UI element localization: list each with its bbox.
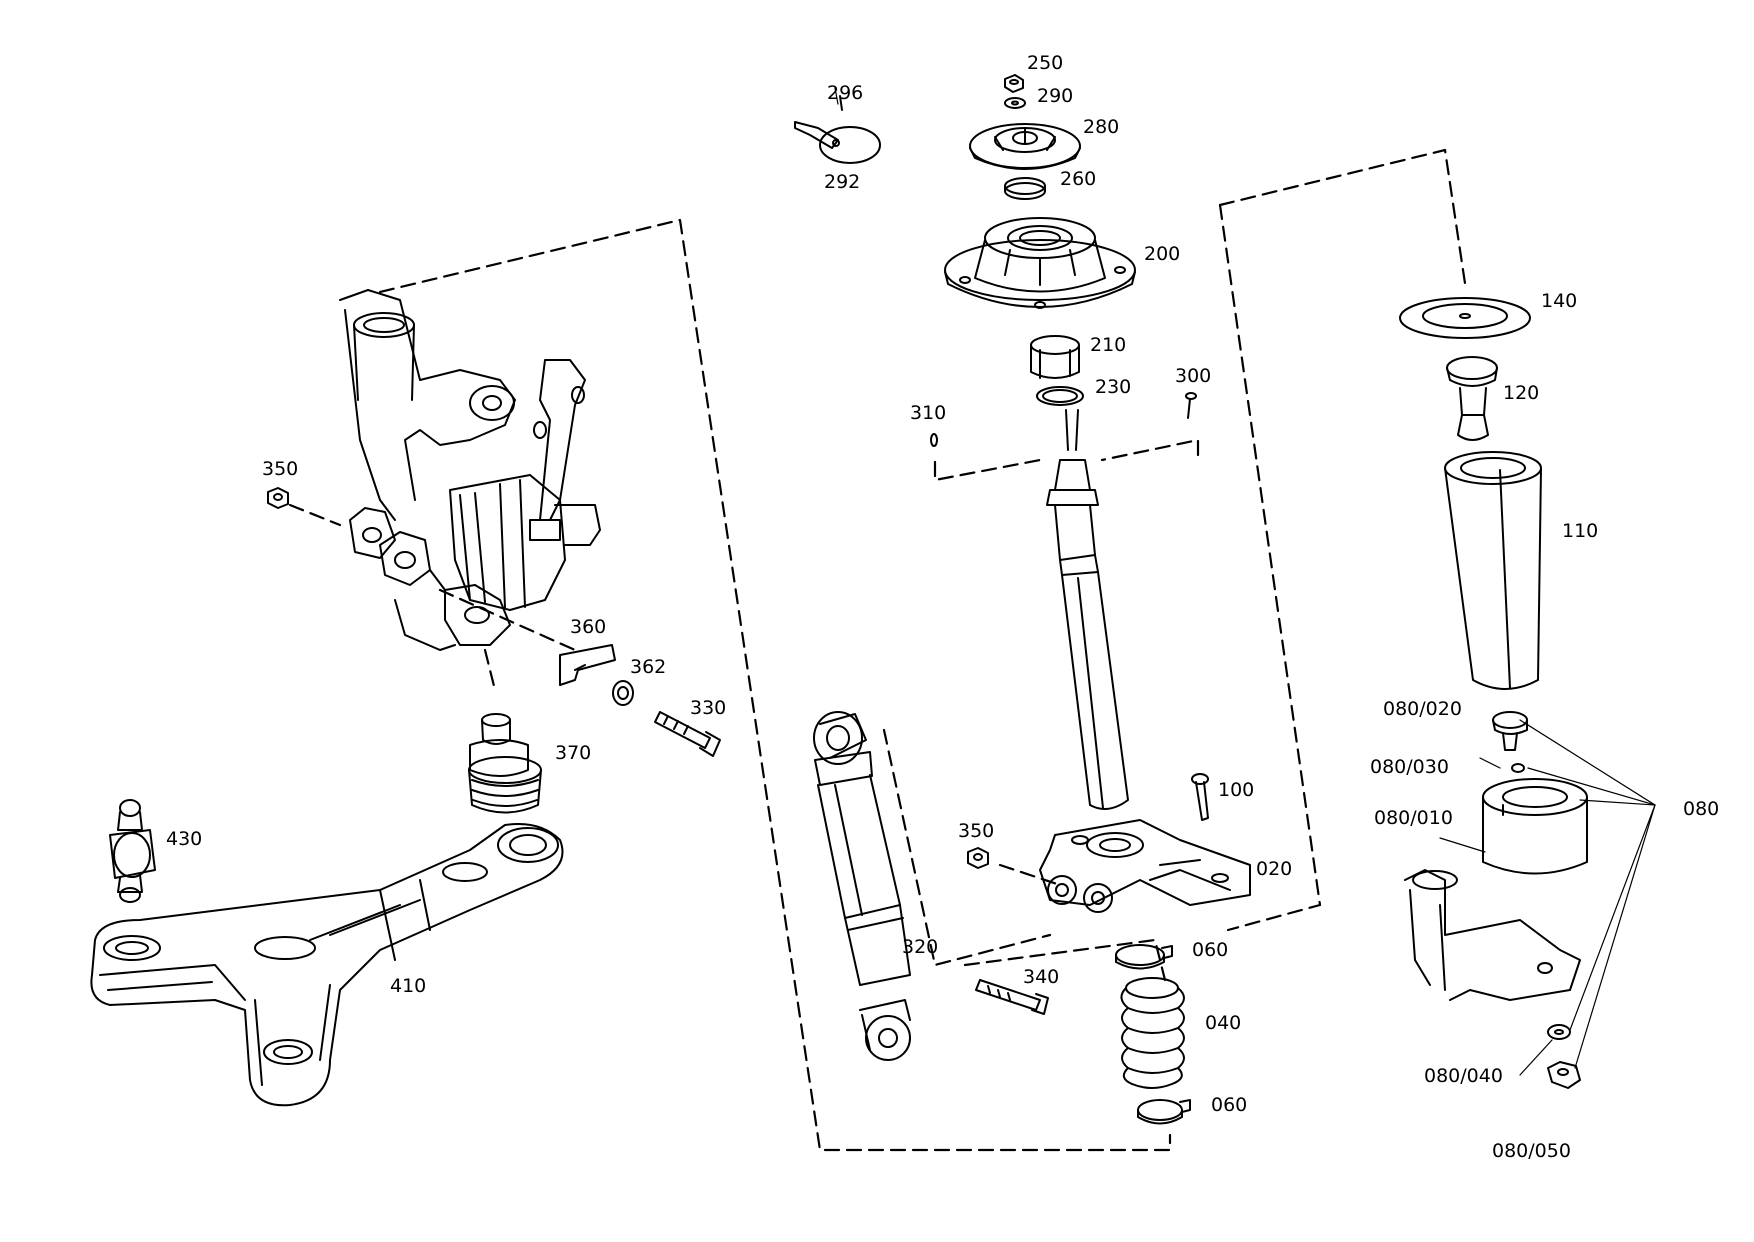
bolt-080-020 [1493, 712, 1527, 750]
pin-310 [931, 434, 937, 446]
part-label-120: 120 [1503, 382, 1540, 404]
control-arm-410 [91, 824, 562, 1105]
dust-boot-040 [1121, 978, 1184, 1088]
rubber-mount-430 [110, 800, 155, 902]
part-label-110: 110 [1562, 520, 1599, 542]
ball-joint-370 [469, 714, 541, 813]
ring-080-030 [1512, 764, 1524, 772]
part-label-040: 040 [1205, 1012, 1242, 1034]
part-label-080-030: 080/030 [1370, 756, 1449, 778]
bump-stop-120 [1447, 357, 1497, 440]
part-label-140: 140 [1541, 290, 1578, 312]
part-label-350-center: 350 [958, 820, 995, 842]
clamp-060-upper [1116, 945, 1172, 969]
steering-knuckle [340, 290, 600, 650]
ring-230 [1037, 387, 1083, 405]
nut-250 [1005, 75, 1023, 92]
nut-080-050 [1548, 1062, 1580, 1088]
part-label-080-040: 080/040 [1424, 1065, 1503, 1087]
bolt-340 [976, 980, 1048, 1014]
part-label-260: 260 [1060, 168, 1097, 190]
part-label-330: 330 [690, 697, 727, 719]
part-label-362: 362 [630, 656, 667, 678]
plate-140 [1400, 298, 1530, 338]
part-label-100: 100 [1218, 779, 1255, 801]
part-label-200: 200 [1144, 243, 1181, 265]
strut-mount-200 [945, 218, 1135, 308]
bushing-080-010 [1483, 779, 1587, 874]
part-label-020: 020 [1256, 858, 1293, 880]
part-label-300: 300 [1175, 365, 1212, 387]
bracket-360 [560, 645, 615, 685]
part-label-292: 292 [824, 171, 861, 193]
part-label-080-010: 080/010 [1374, 807, 1453, 829]
clamp-060-lower [1138, 1100, 1190, 1124]
shock-absorber-320 [814, 712, 910, 1060]
strut-rod-and-body [1047, 410, 1128, 809]
part-label-360: 360 [570, 616, 607, 638]
bearing-260 [1005, 178, 1045, 199]
sleeve-210 [1031, 336, 1079, 378]
washer-290 [1005, 98, 1025, 108]
washer-362 [613, 681, 633, 705]
part-label-080-050: 080/050 [1492, 1140, 1571, 1162]
assembly-dashed-lines [290, 150, 1466, 1150]
part-label-080-020: 080/020 [1383, 698, 1462, 720]
spring-sleeve-110 [1445, 452, 1541, 689]
part-label-250: 250 [1027, 52, 1064, 74]
nut-350-left [268, 488, 288, 508]
knuckle-bracket-020 [1040, 820, 1250, 912]
sensor-plate-296 [795, 96, 880, 163]
part-label-290: 290 [1037, 85, 1074, 107]
part-label-340: 340 [1023, 966, 1060, 988]
leader-lines [835, 88, 1655, 1075]
part-label-060-lower: 060 [1211, 1094, 1248, 1116]
bolt-100 [1192, 774, 1208, 820]
part-label-210: 210 [1090, 334, 1127, 356]
part-label-280: 280 [1083, 116, 1120, 138]
washer-080-040 [1548, 1025, 1570, 1039]
part-label-310: 310 [910, 402, 947, 424]
knuckle-partial-right [1405, 870, 1580, 1000]
part-label-430: 430 [166, 828, 203, 850]
bolt-330 [655, 712, 720, 756]
part-label-350-left: 350 [262, 458, 299, 480]
part-label-230: 230 [1095, 376, 1132, 398]
part-label-080: 080 [1683, 798, 1720, 820]
part-label-060-upper: 060 [1192, 939, 1229, 961]
part-label-410: 410 [390, 975, 427, 997]
part-label-370: 370 [555, 742, 592, 764]
nut-350-center [968, 848, 988, 868]
screw-300 [1186, 393, 1196, 418]
part-label-320: 320 [902, 936, 939, 958]
part-label-296: 296 [827, 82, 864, 104]
support-bearing-280 [970, 124, 1080, 169]
